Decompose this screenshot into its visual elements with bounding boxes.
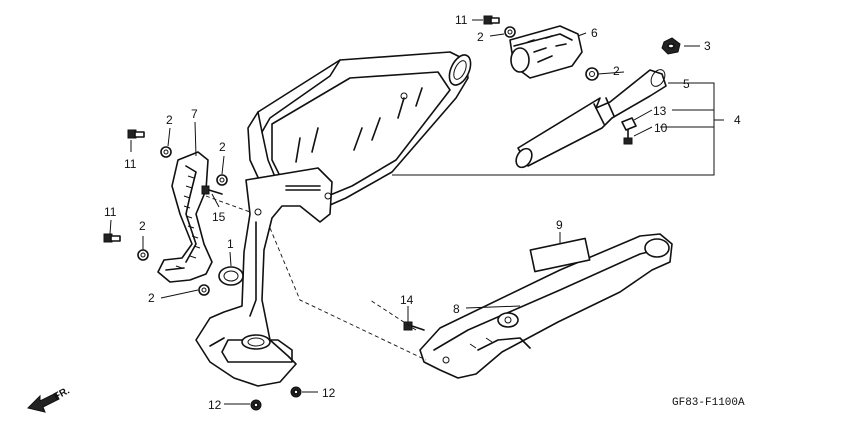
callout-numbers: 11 2 6 3 2 5 13 4 10 7 2 11 2 15 11 2 1 … xyxy=(104,13,741,412)
washer-2-e xyxy=(137,249,149,261)
callout-1: 1 xyxy=(227,237,234,251)
nut-12-a xyxy=(250,399,262,411)
diagram-code: GF83-F1100A xyxy=(672,397,745,409)
callout-11-left-lower: 11 xyxy=(104,205,117,219)
gasket-1 xyxy=(218,266,244,286)
callout-7: 7 xyxy=(191,107,198,121)
callout-2-top: 2 xyxy=(477,30,484,44)
washer-2-c xyxy=(160,146,172,158)
washer-2-a xyxy=(504,26,516,38)
callout-15: 15 xyxy=(212,210,226,224)
callout-5: 5 xyxy=(683,77,690,91)
callout-2-bottom: 2 xyxy=(148,291,155,305)
bolt-11-b xyxy=(127,129,145,139)
caution-label xyxy=(529,237,591,273)
callout-9: 9 xyxy=(556,218,563,232)
leader-lines xyxy=(109,19,724,405)
callout-2-right: 2 xyxy=(613,64,620,78)
callout-8: 8 xyxy=(453,302,460,316)
bolt-11-c xyxy=(103,233,121,243)
bolt-10 xyxy=(623,129,633,145)
callout-3: 3 xyxy=(704,39,711,53)
callout-12-left: 12 xyxy=(208,398,222,412)
callout-2-left-lower: 2 xyxy=(139,219,146,233)
callout-4: 4 xyxy=(734,113,741,127)
front-marker: FR. xyxy=(27,385,72,413)
washer-2-f xyxy=(198,284,210,296)
callout-13: 13 xyxy=(653,104,667,118)
muffler-stay xyxy=(419,233,673,379)
exhaust-heat-guard xyxy=(157,151,213,283)
callout-2-mid: 2 xyxy=(219,140,226,154)
washer-2-b xyxy=(585,67,599,81)
front-label: FR. xyxy=(52,385,72,402)
callout-6: 6 xyxy=(591,26,598,40)
callout-12-right: 12 xyxy=(322,386,336,400)
washer-2-d xyxy=(216,174,228,186)
callout-10: 10 xyxy=(654,121,668,135)
muffler-guard-6 xyxy=(509,25,583,79)
nut-12-b xyxy=(290,386,302,398)
alignment-dashes xyxy=(205,195,427,361)
callout-11-top: 11 xyxy=(455,13,468,27)
exhaust-pipe xyxy=(195,167,333,387)
bolt-15 xyxy=(201,185,223,195)
bolt-11-a xyxy=(483,15,500,25)
callout-11-left-upper: 11 xyxy=(124,157,137,171)
tail-pipe xyxy=(515,69,667,169)
front-direction-arrow-icon xyxy=(27,392,60,413)
hardware xyxy=(103,15,681,411)
callout-2-heatguard-top: 2 xyxy=(166,113,173,127)
callout-14: 14 xyxy=(400,293,414,307)
bolt-13 xyxy=(621,117,637,131)
